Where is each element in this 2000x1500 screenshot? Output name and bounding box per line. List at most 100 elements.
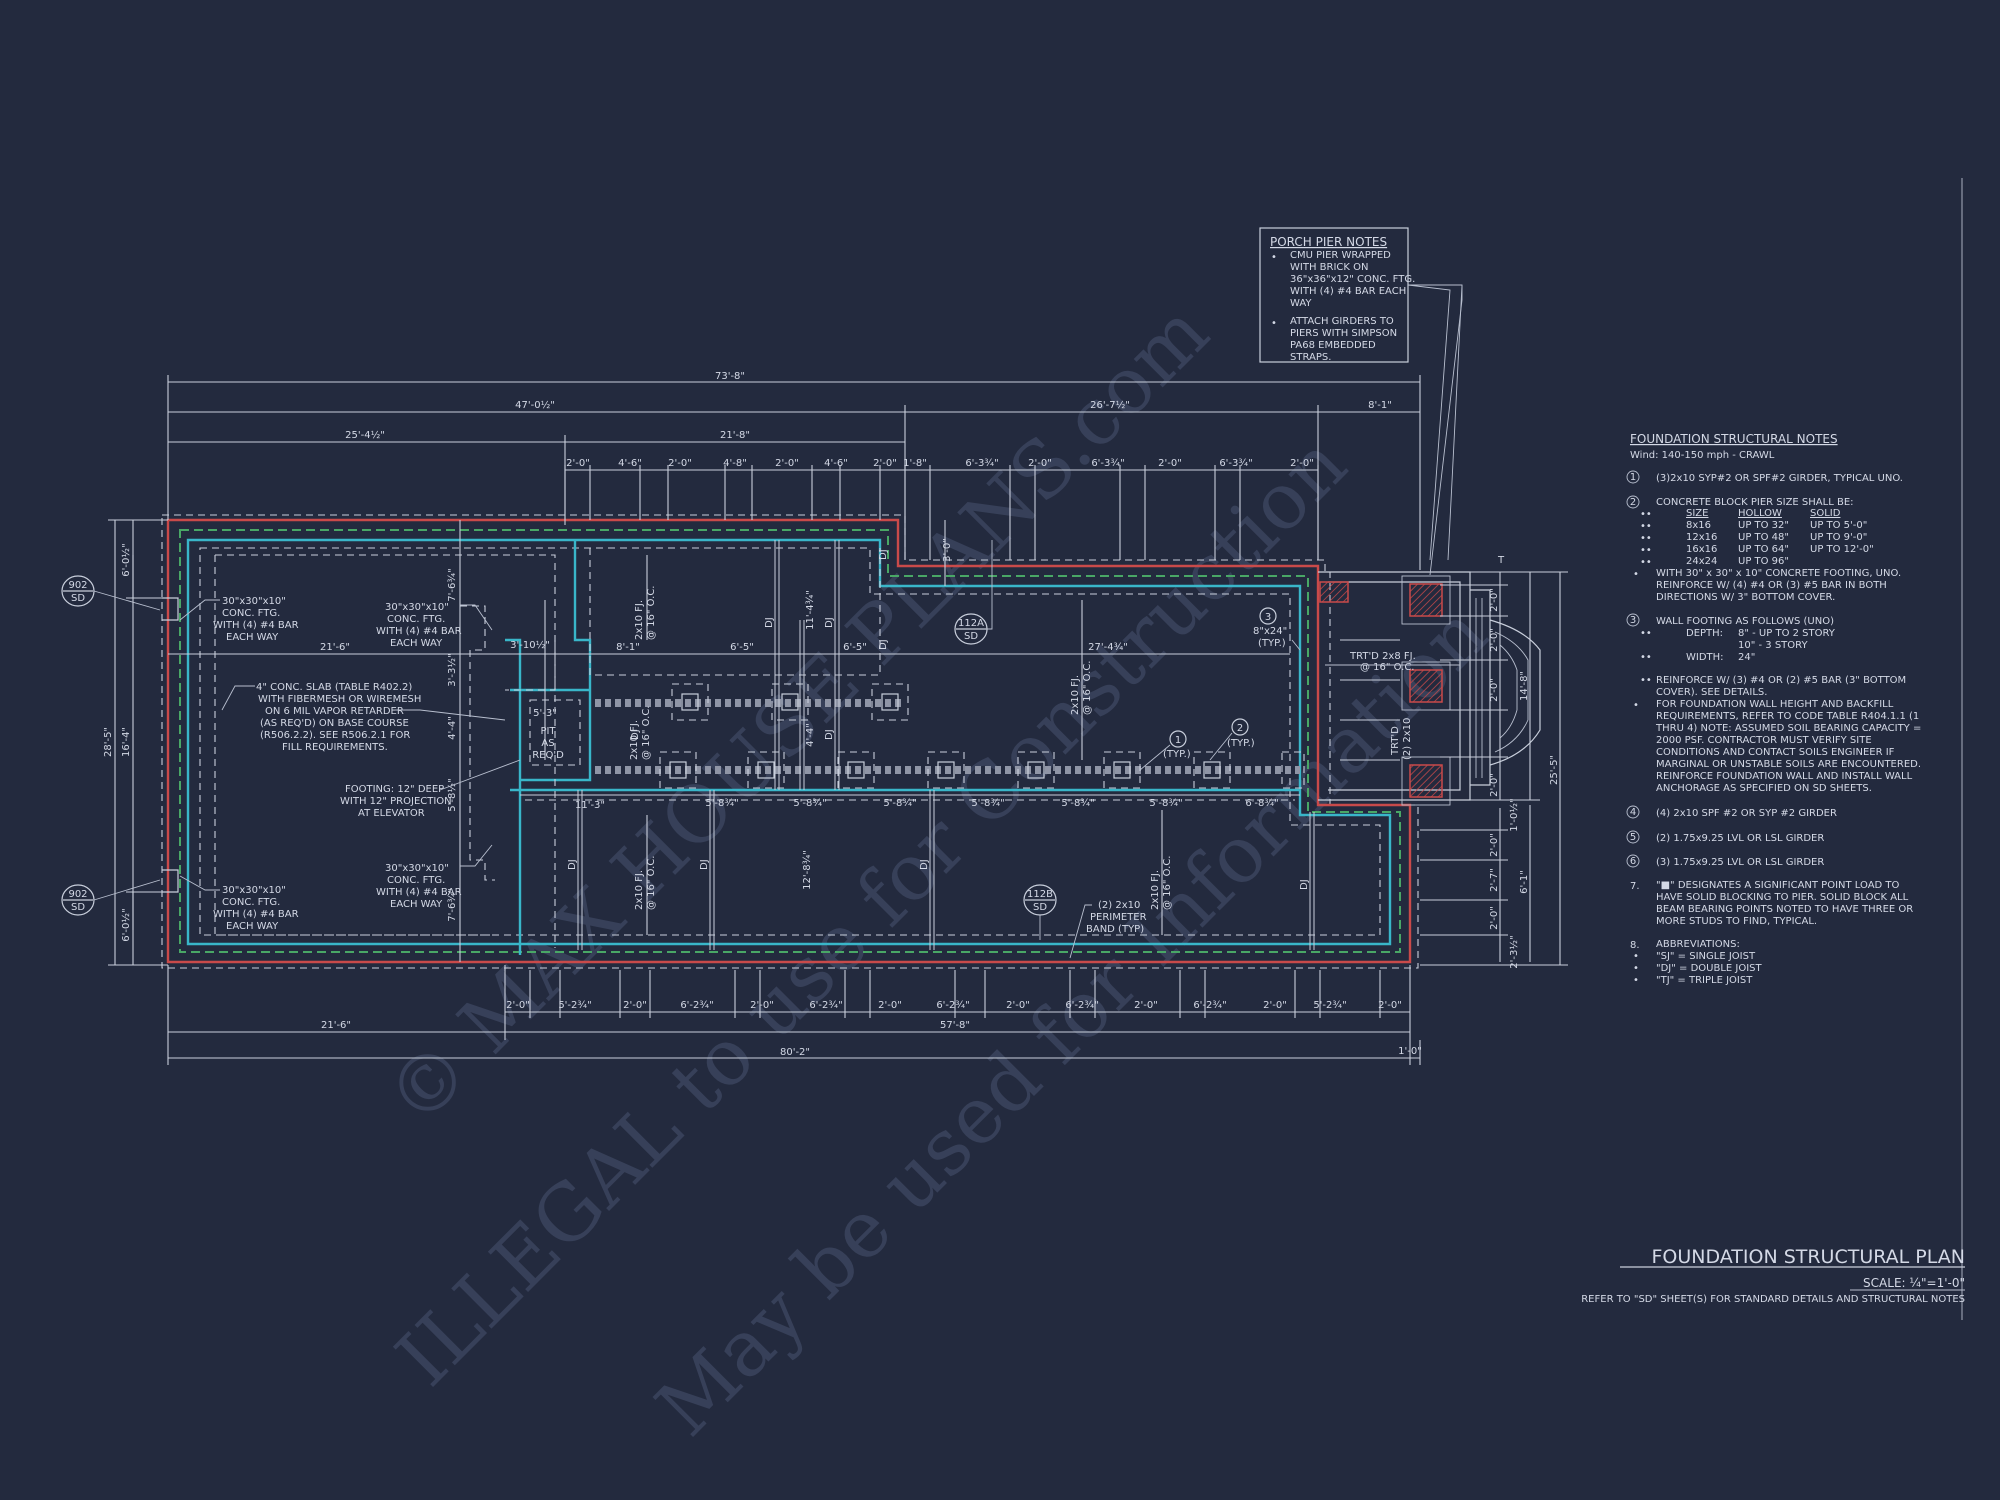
svg-text:"SJ" = SINGLE JOIST: "SJ" = SINGLE JOIST	[1656, 951, 1756, 962]
slab-note: 4" CONC. SLAB (TABLE R402.2) WITH FIBERM…	[221, 682, 506, 753]
plan-labels: 30"x30"x10" CONC. FTG. WITH (4) #4 BAR E…	[179, 549, 1460, 959]
svg-text:3: 3	[1630, 615, 1636, 626]
svg-text:REQUIREMENTS, REFER TO CODE TA: REQUIREMENTS, REFER TO CODE TABLE R404.1…	[1656, 711, 1919, 722]
svg-text:12x16: 12x16	[1686, 532, 1717, 543]
porch-pier	[1409, 669, 1443, 703]
svg-text:5: 5	[1630, 832, 1636, 843]
svg-text:UP TO 9'-0": UP TO 9'-0"	[1810, 532, 1867, 543]
svg-text:@ 16" O.C.: @ 16" O.C.	[646, 586, 657, 641]
dim-right-row: 2'-0"	[1489, 773, 1500, 797]
dim-right-overall: 25'-5"	[1549, 755, 1560, 785]
svg-text:CONC. FTG.: CONC. FTG.	[222, 608, 280, 619]
dim-bottom-row: 2'-0"	[1006, 1000, 1030, 1011]
dim-right-row: 2'-0"	[1489, 906, 1500, 930]
dim-pier-row: 6'-8¾"	[1245, 798, 1278, 809]
svg-text:8.: 8.	[1630, 940, 1640, 951]
dim-bottom: 21'-6"	[321, 1020, 351, 1031]
svg-text:DJ: DJ	[764, 617, 775, 628]
svg-text:EACH WAY: EACH WAY	[226, 632, 279, 643]
dim-interior: 3'-0"	[942, 538, 953, 562]
svg-text:TRT'D: TRT'D	[1390, 726, 1401, 756]
dim-top-row: 1'-8"	[903, 458, 927, 469]
svg-text:••: ••	[1640, 628, 1652, 639]
svg-text:30"x30"x10": 30"x30"x10"	[385, 602, 449, 613]
svg-text:@ 16" O.C.: @ 16" O.C.	[1360, 662, 1415, 673]
svg-text:DJ: DJ	[699, 859, 710, 870]
svg-text:(TYP.): (TYP.)	[1163, 749, 1191, 760]
svg-text:AS: AS	[541, 738, 554, 749]
dim-right-row: 2'-3½"	[1508, 935, 1520, 968]
dim-bottom-row: 5'-2¾"	[1313, 1000, 1346, 1011]
dim-bottom: 1'-0"	[1398, 1046, 1422, 1057]
sheet-title: FOUNDATION STRUCTURAL PLAN	[1651, 1246, 1965, 1268]
svg-text:UP TO 32": UP TO 32"	[1738, 520, 1789, 531]
svg-text:4" CONC. SLAB (TABLE R402.2): 4" CONC. SLAB (TABLE R402.2)	[256, 682, 412, 693]
svg-text:••: ••	[1640, 652, 1652, 663]
dim-bottom: 57'-8"	[940, 1020, 970, 1031]
dim-right-row: 2'-0"	[1489, 588, 1500, 612]
svg-text:@ 16" O.C.: @ 16" O.C.	[1162, 856, 1173, 911]
dim-right-row: 2'-0"	[1489, 628, 1500, 652]
svg-text:BEAM BEARING POINTS NOTED TO H: BEAM BEARING POINTS NOTED TO HAVE THREE …	[1656, 904, 1913, 915]
svg-text:STRAPS.: STRAPS.	[1290, 352, 1331, 363]
svg-text:3: 3	[1265, 612, 1271, 623]
dim-interior: 4'-4"	[805, 723, 816, 747]
dim-left-overall: 28'-5"	[103, 727, 114, 757]
svg-text:CONC. FTG.: CONC. FTG.	[222, 897, 280, 908]
dim-interior: 27'-4¾"	[1088, 642, 1128, 653]
callout-112b: 112B SD	[1023, 884, 1057, 940]
dim-bottom-row: 2'-0"	[1378, 1000, 1402, 1011]
svg-text:••: ••	[1640, 509, 1652, 520]
svg-text:••: ••	[1640, 545, 1652, 556]
svg-text:PERIMETER: PERIMETER	[1090, 912, 1147, 923]
dim-interior: 12'-8¾"	[802, 850, 813, 890]
sheet-scale: SCALE: ¼"=1'-0"	[1863, 1276, 1965, 1290]
svg-text:DJ: DJ	[567, 859, 578, 870]
svg-text:ATTACH GIRDERS TO: ATTACH GIRDERS TO	[1290, 316, 1394, 327]
svg-text:112A: 112A	[958, 618, 984, 629]
svg-text:•: •	[1633, 700, 1639, 711]
svg-text:ON 6 MIL VAPOR RETARDER: ON 6 MIL VAPOR RETARDER	[265, 706, 404, 717]
svg-text:TRT'D 2x8 FJ.: TRT'D 2x8 FJ.	[1349, 651, 1416, 662]
dim-interior: 3'-3½"	[446, 653, 458, 686]
dim-top-row: 2'-0"	[873, 458, 897, 469]
svg-text:FOOTING: 12" DEEP: FOOTING: 12" DEEP	[345, 784, 444, 795]
svg-text:2x10 FJ.: 2x10 FJ.	[1070, 675, 1081, 715]
dim-interior: 8'-1"	[616, 642, 640, 653]
svg-text:•: •	[1271, 252, 1277, 263]
dim-top-row: 2'-0"	[775, 458, 799, 469]
svg-text:CONC. FTG.: CONC. FTG.	[387, 875, 445, 886]
dim-interior: 7'-6¾"	[447, 568, 458, 601]
dim-top: 8'-1"	[1368, 400, 1392, 411]
svg-text:PIT: PIT	[540, 726, 556, 737]
svg-text:WITH (4) #4 BAR: WITH (4) #4 BAR	[376, 887, 462, 898]
dim-right-row: 2'-0"	[1489, 833, 1500, 857]
svg-text:FOR FOUNDATION WALL HEIGHT AND: FOR FOUNDATION WALL HEIGHT AND BACKFILL	[1656, 699, 1894, 710]
svg-text:REQ'D: REQ'D	[532, 750, 564, 761]
svg-text:PIERS WITH SIMPSON: PIERS WITH SIMPSON	[1290, 328, 1397, 339]
porch-pier-notes: PORCH PIER NOTES • CMU PIER WRAPPED WITH…	[1259, 227, 1463, 576]
svg-text:UP TO 12'-0": UP TO 12'-0"	[1810, 544, 1874, 555]
callout-112a: 112A SD	[954, 540, 993, 645]
callout-3: 3 8"x24" (TYP.)	[1253, 607, 1301, 651]
svg-text:DJ: DJ	[878, 549, 889, 560]
dim-bottom-row: 6'-2¾"	[680, 1000, 713, 1011]
note-6: (3) 1.75x9.25 LVL OR LSL GIRDER	[1656, 857, 1824, 868]
callout-2: 2 (TYP.)	[1209, 718, 1255, 761]
svg-text:8" - UP TO 2 STORY: 8" - UP TO 2 STORY	[1738, 628, 1836, 639]
svg-text:@ 16" O.C.: @ 16" O.C.	[1082, 661, 1093, 716]
footing-note-bottom-center: 30"x30"x10" CONC. FTG. WITH (4) #4 BAR E…	[376, 844, 493, 910]
porch	[1318, 571, 1541, 806]
dim-top: 47'-0½"	[515, 399, 555, 411]
pier-table-header: SOLID	[1810, 508, 1841, 519]
svg-text:2: 2	[1237, 723, 1243, 734]
title-block: FOUNDATION STRUCTURAL PLAN SCALE: ¼"=1'-…	[1581, 1246, 1965, 1305]
svg-text:SD: SD	[71, 593, 85, 604]
dim-bottom-row: 2'-0"	[1134, 1000, 1158, 1011]
note-2: CONCRETE BLOCK PIER SIZE SHALL BE:	[1656, 497, 1854, 508]
svg-text:WITH (4) #4 BAR: WITH (4) #4 BAR	[213, 909, 299, 920]
svg-text:UP TO 48": UP TO 48"	[1738, 532, 1789, 543]
svg-text:WITH FIBERMESH OR WIREMESH: WITH FIBERMESH OR WIREMESH	[258, 694, 421, 705]
svg-text:UP TO 64": UP TO 64"	[1738, 544, 1789, 555]
